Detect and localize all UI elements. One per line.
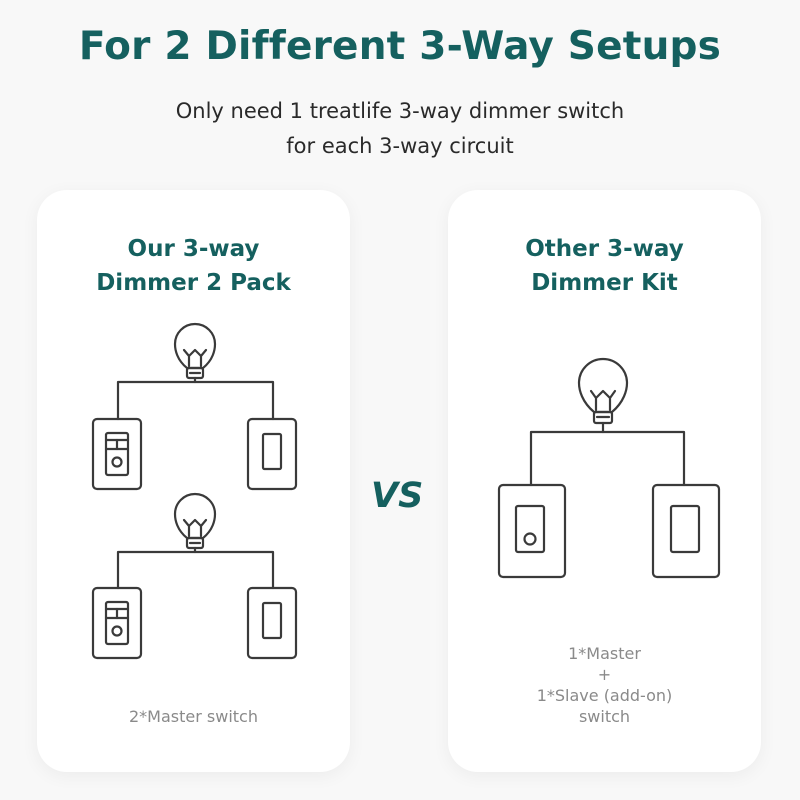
card-title-line-2: Dimmer 2 Pack	[96, 270, 291, 296]
wiring-diagrams	[91, 322, 298, 660]
wire	[529, 430, 686, 487]
caption-line-1: 1*Master	[568, 644, 641, 663]
our-dimmer-card-title: Our 3-way Dimmer 2 Pack	[37, 232, 350, 300]
our-dimmer-caption: 2*Master switch	[129, 707, 258, 726]
caption-line-4: switch	[578, 707, 631, 726]
rocker-switch-icon	[246, 417, 298, 491]
card-title-line-1: Other 3-way	[525, 236, 684, 262]
vs-label: VS	[371, 476, 424, 516]
smart-dimmer-master-icon	[91, 417, 143, 491]
card-title-line-2: Dimmer Kit	[531, 270, 678, 296]
wiring-diagram	[497, 357, 721, 579]
wire	[116, 550, 275, 590]
light-bulb-icon	[577, 357, 629, 425]
subtitle-line-1: Only need 1 treatlife 3-way dimmer switc…	[175, 99, 625, 123]
light-bulb-icon	[173, 322, 217, 380]
subtitle-line-2: for each 3-way circuit	[286, 134, 514, 158]
dimmer-master-icon	[497, 483, 567, 579]
wire	[116, 380, 275, 421]
circuit-diagram-1	[91, 322, 298, 491]
page-subtitle: Only need 1 treatlife 3-way dimmer switc…	[0, 94, 800, 164]
smart-dimmer-master-icon	[91, 586, 143, 660]
light-bulb-icon	[173, 492, 217, 550]
other-dimmer-caption: 1*Master + 1*Slave (add-on) switch	[448, 643, 761, 727]
other-dimmer-card-title: Other 3-way Dimmer Kit	[448, 232, 761, 300]
circuit-diagram-2	[91, 492, 298, 660]
our-dimmer-card: Our 3-way Dimmer 2 Pack	[37, 190, 350, 772]
page-title: For 2 Different 3-Way Setups	[78, 24, 722, 69]
caption-line-3: 1*Slave (add-on)	[536, 686, 673, 705]
caption-line-2: +	[597, 665, 612, 684]
rocker-switch-icon	[246, 586, 298, 660]
card-title-line-1: Our 3-way	[127, 236, 260, 262]
other-dimmer-card: Other 3-way Dimmer Kit 1*Master + 1*Slav…	[448, 190, 761, 772]
rocker-switch-icon	[651, 483, 721, 579]
